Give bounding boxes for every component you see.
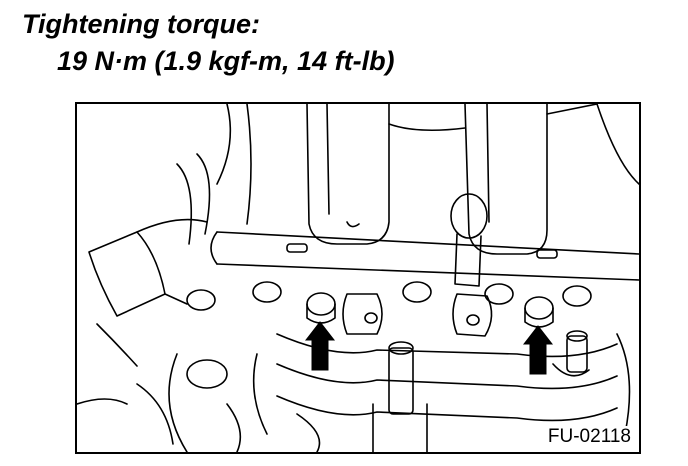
torque-specification: 19 N·m (1.9 kgf-m, 14 ft-lb) xyxy=(57,46,395,76)
figure-code-label: FU-02118 xyxy=(545,426,633,448)
tightening-torque-title: Tightening torque: xyxy=(22,9,260,39)
engine-line-drawing xyxy=(77,104,639,452)
engine-illustration: FU-02118 xyxy=(75,102,641,454)
